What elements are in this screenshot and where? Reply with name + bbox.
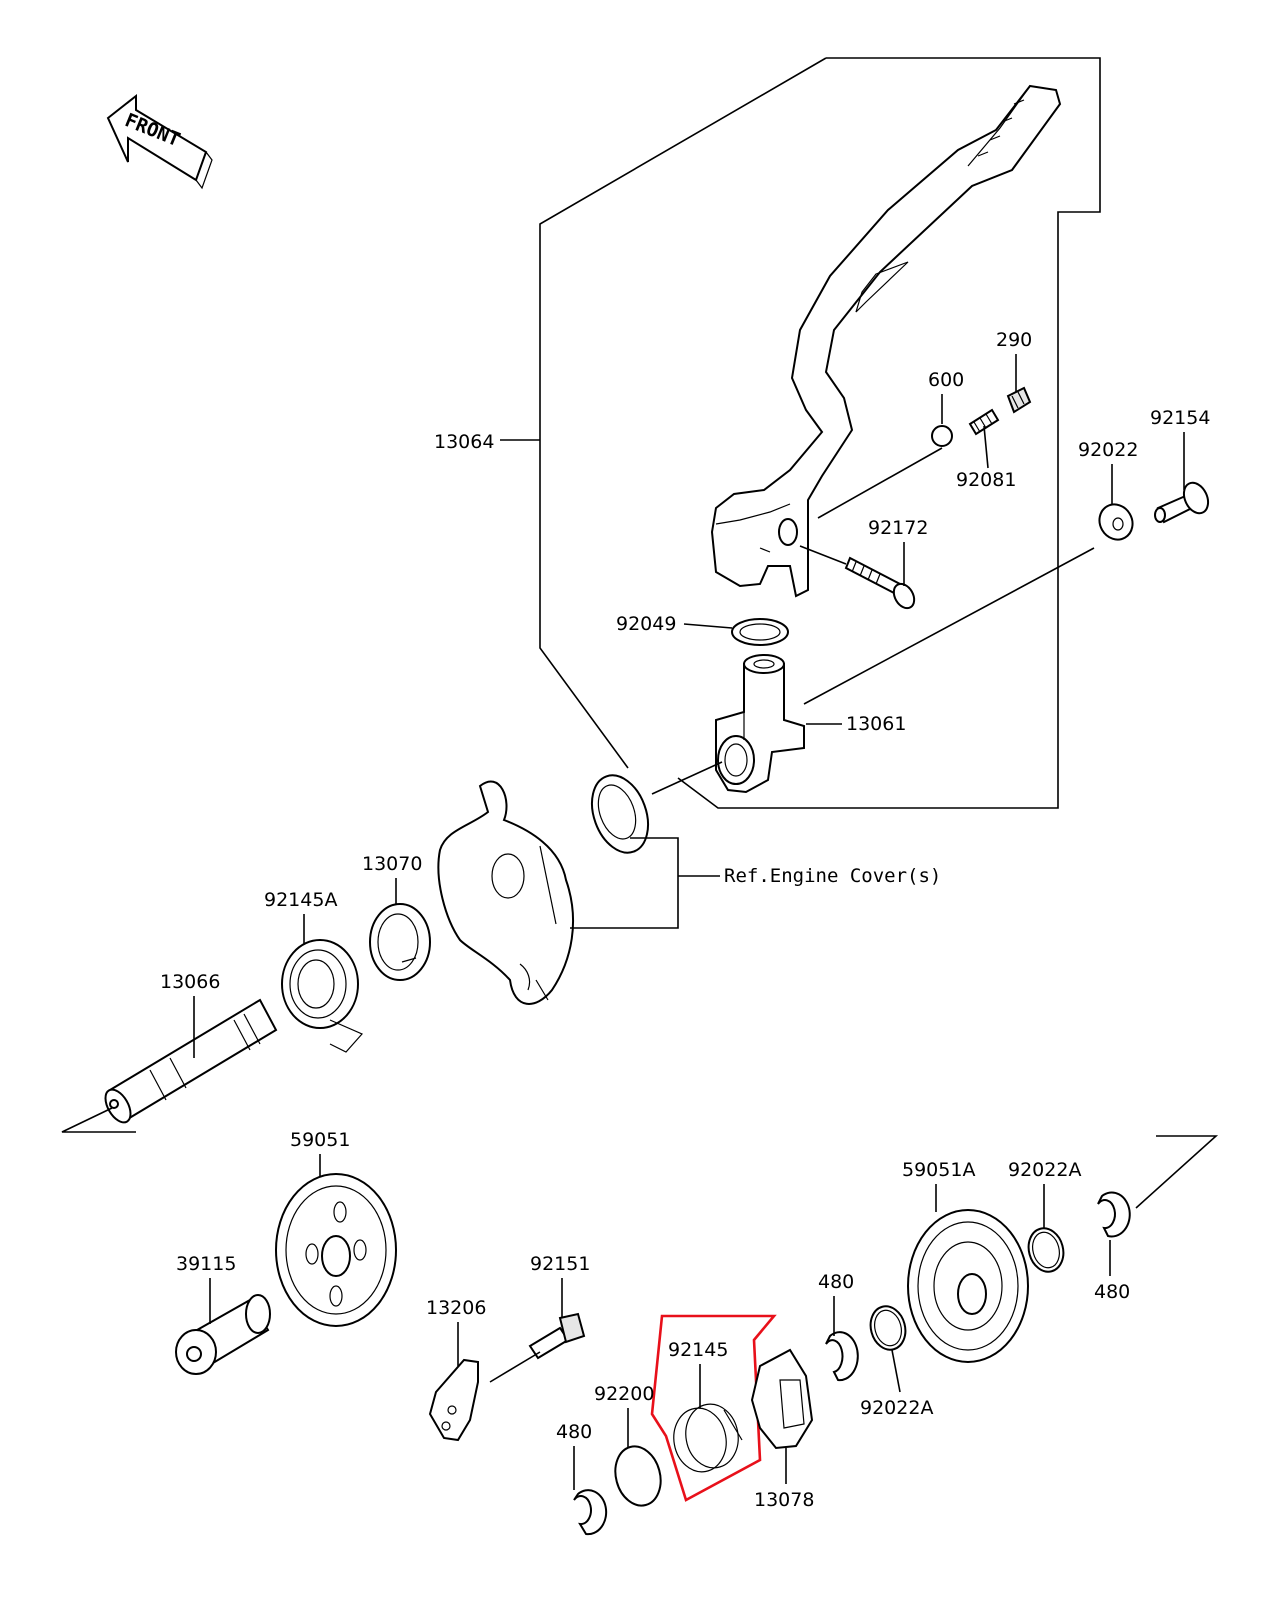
gear-59051A	[907, 1209, 1029, 1363]
label-92145: 92145	[668, 1339, 728, 1361]
spring-92081	[968, 408, 1000, 436]
label-13064: 13064	[434, 431, 494, 453]
axis-line-13066	[61, 1107, 136, 1133]
leader-92022-to-shaft	[803, 547, 1095, 705]
label-59051: 59051	[290, 1129, 350, 1151]
circlip-480-mid	[825, 1331, 859, 1382]
washer-92022A-low	[869, 1305, 907, 1351]
kick-lever-13064	[710, 84, 1062, 598]
front-direction-arrow: FRONT	[106, 93, 213, 190]
label-13206: 13206	[426, 1297, 486, 1319]
leader-bolt-to-lever	[799, 545, 847, 565]
label-13070: 13070	[362, 853, 422, 875]
ref-bracket	[570, 837, 720, 929]
bolt-92172	[844, 556, 916, 610]
label-480-mid: 480	[818, 1271, 854, 1293]
label-92154: 92154	[1150, 407, 1210, 429]
leader-600-to-lever	[817, 447, 943, 519]
circlip-480-left	[573, 1489, 608, 1536]
label-59051A: 59051A	[902, 1159, 975, 1181]
seal-92049	[731, 618, 789, 646]
leader-92081	[983, 425, 989, 469]
label-290: 290	[996, 329, 1032, 351]
label-13066: 13066	[160, 971, 220, 993]
label-39115: 39115	[176, 1253, 236, 1275]
kick-shaft-13061	[715, 654, 805, 794]
assembly-bracket-13064	[539, 57, 1101, 809]
bolt-92151	[528, 1312, 586, 1360]
label-92022A-low: 92022A	[860, 1397, 933, 1419]
label-13061: 13061	[846, 713, 906, 735]
label-92151: 92151	[530, 1253, 590, 1275]
label-600: 600	[928, 369, 964, 391]
washer-92022A-top	[1027, 1227, 1065, 1273]
engine-cover-fragment	[437, 780, 575, 1005]
spring-92145A	[281, 939, 363, 1053]
oil-seal-cover	[590, 774, 650, 854]
label-ref-engine-cover: Ref.Engine Cover(s)	[724, 865, 941, 887]
highlight-outline-92145	[650, 1314, 777, 1502]
label-92022A-top: 92022A	[1008, 1159, 1081, 1181]
axis-line-right	[1135, 1135, 1219, 1209]
label-92145A: 92145A	[264, 889, 337, 911]
spring-92145	[673, 1403, 743, 1473]
plate-13206	[428, 1358, 479, 1442]
collar-39115	[175, 1294, 271, 1375]
label-92081: 92081	[956, 469, 1016, 491]
ratchet-13078	[750, 1348, 814, 1450]
label-480-right: 480	[1094, 1281, 1130, 1303]
label-480-left: 480	[556, 1421, 592, 1443]
leader-92022A-low	[891, 1349, 901, 1393]
label-92172: 92172	[868, 517, 928, 539]
label-92200: 92200	[594, 1383, 654, 1405]
washer-92022	[1098, 503, 1134, 541]
label-92022: 92022	[1078, 439, 1138, 461]
washer-92200	[614, 1445, 662, 1507]
label-92049: 92049	[616, 613, 676, 635]
label-13078: 13078	[754, 1489, 814, 1511]
ball-600	[931, 425, 953, 447]
circlip-480-right	[1097, 1191, 1131, 1238]
gear-59051	[275, 1173, 397, 1327]
plug-290	[1006, 386, 1032, 414]
shaft-13066	[104, 998, 278, 1124]
leader-92049	[683, 623, 733, 629]
collar-13070	[369, 903, 431, 981]
pin-92154	[1154, 481, 1210, 524]
axis-line-13206	[489, 1351, 541, 1383]
axis-line-shaft	[651, 761, 723, 795]
